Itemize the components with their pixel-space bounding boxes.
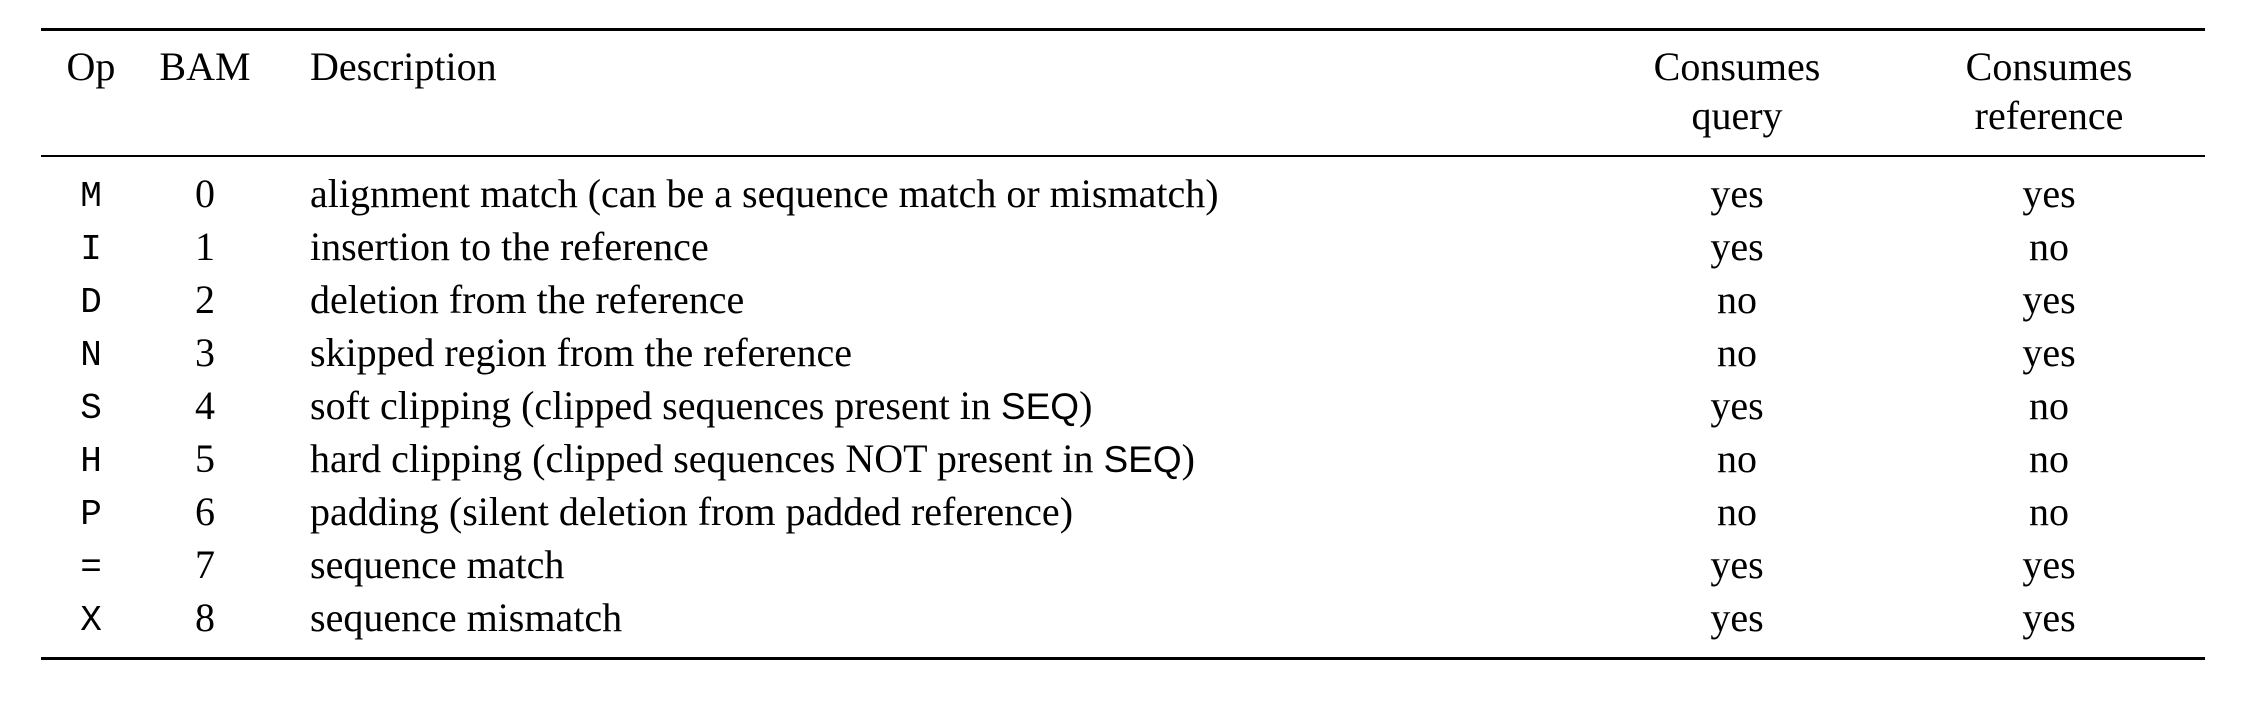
- table-header: Op BAM Description Consumes query Consum…: [41, 27, 2205, 156]
- op-code-text: D: [80, 282, 102, 324]
- table-body: M 0 alignment match (can be a sequence mat…: [41, 156, 2205, 659]
- cell-bam: 8: [195, 595, 215, 641]
- cell-description: insertion to the reference: [269, 221, 1581, 274]
- column-header-consumes-reference-line2: reference: [1974, 92, 2124, 138]
- cell-description: padding (silent deletion from padded ref…: [269, 486, 1581, 539]
- op-code-text: N: [80, 335, 102, 377]
- cell-description: soft clipping (clipped sequences present…: [269, 380, 1581, 433]
- op-code-text: S: [80, 388, 102, 430]
- op-code-text: P: [80, 494, 102, 536]
- cell-consumes-reference: no: [2029, 383, 2069, 429]
- cell-bam: 4: [195, 383, 215, 429]
- table-rule-bottom: [41, 658, 2205, 661]
- column-header-op-label: Op: [66, 44, 116, 89]
- description-text-tail: ): [1181, 436, 1195, 482]
- description-text: sequence match: [310, 542, 565, 588]
- cell-op: S: [41, 380, 141, 433]
- table-row: S 4 soft clipping (clipped sequences prese…: [41, 380, 2205, 433]
- column-header-description-label: Description: [310, 44, 497, 89]
- cell-consumes-reference: yes: [2022, 330, 2076, 376]
- cell-consumes-query: no: [1717, 489, 1757, 535]
- table-header-row: Op BAM Description Consumes query Consum…: [41, 30, 2205, 156]
- cell-op: P: [41, 486, 141, 539]
- table-row: = 7 sequence match yes yes: [41, 539, 2205, 592]
- cigar-operations-table: Op BAM Description Consumes query Consum…: [41, 27, 2205, 661]
- description-text: soft clipping (clipped sequences present…: [310, 383, 1001, 429]
- column-header-consumes-query: Consumes query: [1581, 30, 1893, 156]
- cell-op: I: [41, 221, 141, 274]
- table-footer: [41, 658, 2205, 661]
- column-header-consumes-query-line1: Consumes: [1653, 44, 1821, 89]
- cell-op: N: [41, 327, 141, 380]
- cell-description: skipped region from the reference: [269, 327, 1581, 380]
- cell-bam: 3: [195, 330, 215, 376]
- cell-consumes-query: yes: [1710, 595, 1764, 641]
- op-code-text: X: [80, 600, 102, 642]
- cell-description: sequence match: [269, 539, 1581, 592]
- column-header-consumes-reference: Consumes reference: [1893, 30, 2205, 156]
- cell-op: M: [41, 156, 141, 221]
- cell-consumes-query: yes: [1710, 224, 1764, 270]
- cell-consumes-reference: yes: [2022, 277, 2076, 323]
- cell-description: deletion from the reference: [269, 274, 1581, 327]
- cell-consumes-query: no: [1717, 436, 1757, 482]
- cell-consumes-reference: yes: [2022, 595, 2076, 641]
- cell-consumes-query: no: [1717, 277, 1757, 323]
- cell-consumes-reference: no: [2029, 489, 2069, 535]
- cell-consumes-reference: yes: [2022, 171, 2076, 217]
- cell-bam: 2: [195, 277, 215, 323]
- cell-bam: 6: [195, 489, 215, 535]
- cell-consumes-reference: no: [2029, 224, 2069, 270]
- cell-consumes-reference: yes: [2022, 542, 2076, 588]
- op-code-text: =: [80, 547, 102, 589]
- column-header-consumes-reference-line1: Consumes: [1965, 44, 2133, 89]
- cell-op: =: [41, 539, 141, 592]
- cell-consumes-query: yes: [1710, 383, 1764, 429]
- op-code-text: H: [80, 441, 102, 483]
- table-row: H 5 hard clipping (clipped sequences NOT p…: [41, 433, 2205, 486]
- cell-consumes-query: no: [1717, 330, 1757, 376]
- table-row: X 8 sequence mismatch yes yes: [41, 592, 2205, 659]
- cell-description: alignment match (can be a sequence match…: [269, 156, 1581, 221]
- cell-description: sequence mismatch: [269, 592, 1581, 659]
- column-header-bam: BAM: [141, 30, 269, 156]
- column-header-consumes-query-line2: query: [1691, 92, 1783, 138]
- cell-consumes-reference: no: [2029, 436, 2069, 482]
- table-row: M 0 alignment match (can be a sequence mat…: [41, 156, 2205, 221]
- cell-bam: 0: [195, 171, 215, 217]
- column-header-bam-label: BAM: [159, 44, 251, 89]
- cigar-operations-table-container: Op BAM Description Consumes query Consum…: [41, 27, 2205, 661]
- table-row: N 3 skipped region from the reference no yes: [41, 327, 2205, 380]
- table-row: P 6 padding (silent deletion from padded r…: [41, 486, 2205, 539]
- column-header-description: Description: [269, 30, 1581, 156]
- description-text-tail: ): [1079, 383, 1093, 429]
- cell-op: H: [41, 433, 141, 486]
- cell-description: hard clipping (clipped sequences NOT pre…: [269, 433, 1581, 486]
- cell-consumes-query: yes: [1710, 542, 1764, 588]
- description-text: hard clipping (clipped sequences NOT pre…: [310, 436, 1104, 482]
- description-field-token: SEQ: [1000, 386, 1080, 428]
- cell-consumes-query: yes: [1710, 171, 1764, 217]
- table-row: I 1 insertion to the reference yes no: [41, 221, 2205, 274]
- cell-bam: 7: [195, 542, 215, 588]
- cell-bam: 1: [195, 224, 215, 270]
- column-header-op: Op: [41, 30, 141, 156]
- cell-op: D: [41, 274, 141, 327]
- description-text: skipped region from the reference: [310, 330, 852, 376]
- description-text: deletion from the reference: [310, 277, 745, 323]
- cell-bam: 5: [195, 436, 215, 482]
- description-text: alignment match (can be a sequence match…: [310, 171, 1219, 217]
- description-text: padding (silent deletion from padded ref…: [310, 489, 1074, 535]
- op-code-text: I: [80, 229, 102, 271]
- description-field-token: SEQ: [1103, 439, 1182, 481]
- cell-op: X: [41, 592, 141, 659]
- table-rule-top: [41, 27, 2205, 30]
- op-code-text: M: [80, 176, 102, 218]
- description-text: sequence mismatch: [310, 595, 623, 641]
- table-row: D 2 deletion from the reference no yes: [41, 274, 2205, 327]
- description-text: insertion to the reference: [310, 224, 709, 270]
